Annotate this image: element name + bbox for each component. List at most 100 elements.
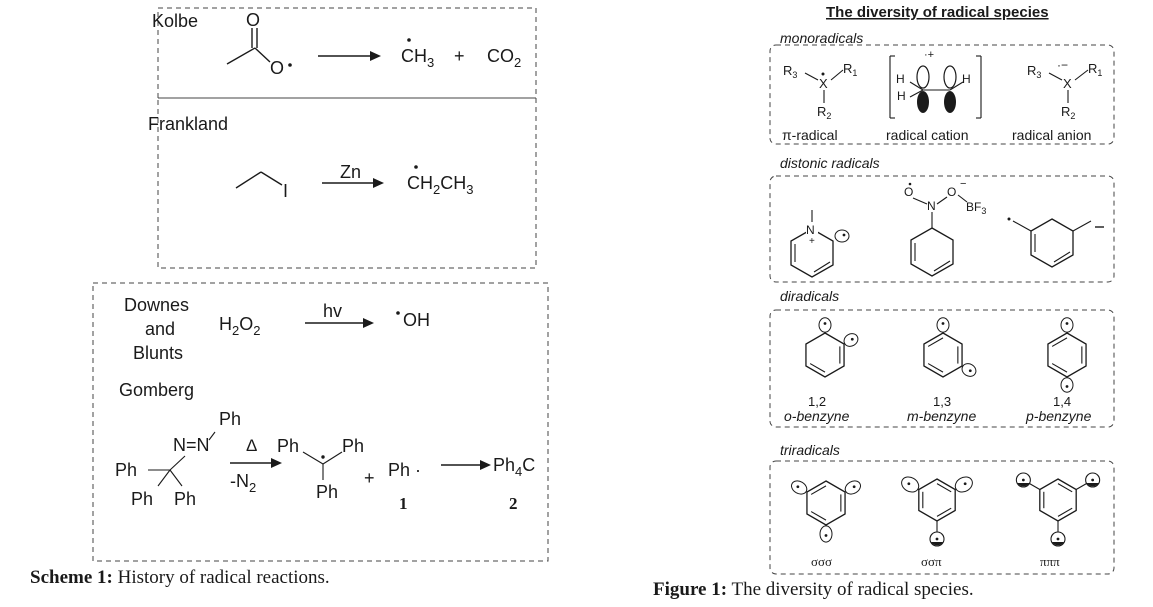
nitrophenyl-bf3-radical: O N O − BF3 (904, 178, 986, 277)
ring-double-bond (936, 507, 952, 517)
meta-name: m-benzyne (907, 408, 976, 424)
downes-label-line3: Blunts (133, 343, 183, 363)
anion-x: X (1063, 76, 1072, 91)
frankland-label: Frankland (148, 114, 228, 134)
no-oxygen-1: O (904, 185, 913, 199)
azo-phenyl: Ph (219, 409, 241, 429)
radical-dot (1065, 385, 1069, 388)
triradicals-box (769, 460, 1115, 575)
cation-h1: H (896, 72, 905, 86)
radical-dot (968, 369, 972, 373)
section-monoradicals: monoradicals (780, 30, 863, 46)
downes-label-line1: Downes (124, 295, 189, 315)
pi-orbital-shade (1052, 542, 1064, 546)
pi-orbital-shade (931, 542, 943, 546)
ring-double-bond (810, 511, 827, 521)
orbital-lobe (1060, 377, 1074, 393)
radical-dot (850, 337, 854, 341)
radical-dot (935, 537, 939, 541)
radical-dot (823, 322, 827, 325)
trityl-radical-phenyl-right: Ph (342, 436, 364, 456)
frankland-box (157, 97, 537, 269)
figure-caption: Figure 1: The diversity of radical speci… (653, 579, 974, 600)
figure-title: The diversity of radical species (826, 4, 1049, 21)
substituent-bond (1075, 483, 1087, 490)
pi-x: X (819, 76, 828, 91)
trityl-phenyl-left: Ph (115, 460, 137, 480)
radical-dot (852, 485, 856, 489)
pyridinium-radical: N + (790, 210, 850, 278)
section-distonic: distonic radicals (780, 155, 880, 171)
kolbe-box (157, 7, 537, 99)
compound-label-1: 1 (399, 494, 408, 513)
acetate-anion-oxygen: O (270, 58, 284, 78)
ring-double-bond (936, 483, 952, 493)
anion-r2: R2 (1061, 104, 1075, 121)
pi-pi-pi-triradical (1015, 472, 1101, 547)
monoradicals-box (769, 44, 1115, 145)
trityl-phenyl-bottom-left: Ph (131, 489, 153, 509)
radical-dot (1021, 478, 1025, 482)
orbital-lobe (791, 480, 808, 495)
ring-double-bond (810, 485, 827, 495)
azo-group: N=N (173, 435, 210, 455)
distonic-box (769, 175, 1115, 283)
pi-orbital-shade (1086, 483, 1099, 487)
ring-double-bond (1057, 483, 1073, 493)
radical-dot (1065, 322, 1069, 325)
orbital-lobe (954, 476, 973, 493)
section-triradicals: triradicals (780, 442, 840, 458)
ortho-benzyne (805, 317, 859, 378)
ethyl-iodide-structure: I (235, 171, 288, 201)
pi-radical-structure: R3 X R1 R2 (783, 61, 857, 121)
cation-h3: H (962, 72, 971, 86)
ring-double-bond (927, 337, 944, 347)
orbital-lobe (844, 480, 861, 495)
orbital-lobe (819, 525, 833, 543)
hydroxyl-radical: OH (403, 310, 430, 330)
pyridinium-plus: + (809, 236, 815, 247)
tetraphenylmethane: Ph4C (493, 455, 535, 479)
tri-label-1: σσσ (811, 554, 832, 569)
para-benzyne (1047, 317, 1087, 393)
ring-outline (806, 480, 846, 526)
ortho-number: 1,2 (808, 394, 826, 409)
light-reagent: hv (323, 301, 342, 321)
carbon-dioxide: CO2 (487, 46, 521, 70)
pi-r3: R3 (783, 63, 797, 80)
iodine-atom: I (283, 181, 288, 201)
trityl-radical-phenyl-left: Ph (277, 436, 299, 456)
orbital-lobe (901, 476, 920, 493)
ring-double-bond (1057, 507, 1073, 517)
hydrogen-peroxide: H2O2 (219, 314, 260, 338)
anion-charge: ·− (1057, 58, 1068, 72)
acetate-structure: O O (226, 10, 292, 78)
radical-dot (796, 485, 800, 489)
trityl-radical-structure: Ph Ph Ph (277, 436, 364, 502)
para-name: p-benzyne (1025, 408, 1092, 424)
anion-r3: R3 (1027, 63, 1041, 80)
para-number: 1,4 (1053, 394, 1071, 409)
sigma-sigma-pi-triradical (901, 476, 973, 547)
no-nitrogen: N (927, 199, 936, 213)
substituent-bond (1029, 483, 1041, 490)
orbital-lobe (818, 317, 832, 333)
ring-outline (805, 332, 845, 378)
ring-double-bond (927, 363, 944, 373)
phenyl-radical: Ph · (388, 460, 421, 480)
bf3-charge: − (960, 178, 966, 190)
gomberg-plus: + (364, 468, 375, 488)
radical-dot (907, 482, 911, 486)
radical-dot (824, 534, 828, 537)
ring-outline (1047, 332, 1087, 378)
radical-anion-label: radical anion (1012, 127, 1091, 143)
orbital-lobe (1060, 317, 1074, 333)
tri-label-2: σσπ (921, 554, 942, 569)
orbital-lobe (961, 363, 977, 377)
radical-dot (1091, 478, 1095, 482)
anion-r1: R1 (1088, 61, 1102, 78)
ortho-name: o-benzyne (784, 408, 850, 424)
kolbe-label: Kolbe (152, 11, 198, 31)
no-oxygen-2: O (947, 185, 956, 199)
